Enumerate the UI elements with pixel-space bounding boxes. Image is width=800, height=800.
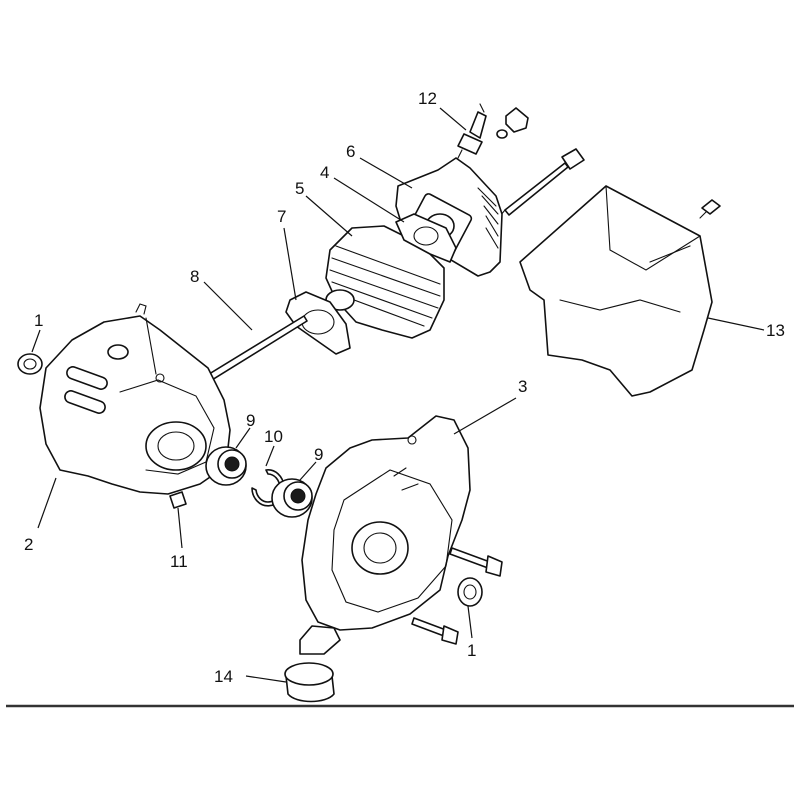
part-14-rubber-foot[interactable] (284, 662, 335, 703)
part-9-bearing-upper[interactable] (205, 446, 247, 486)
part-13-shroud-cover[interactable] (519, 185, 713, 397)
callout-10: 10 (264, 427, 283, 446)
crankcase-bolt-lower[interactable] (411, 617, 459, 645)
part-4-head-gasket[interactable] (395, 213, 457, 263)
spark-plug-washer[interactable] (496, 129, 508, 139)
part-12-spark-plug[interactable] (457, 103, 487, 159)
callout-9-upper: 9 (246, 411, 255, 430)
spark-plug-nut[interactable] (505, 107, 529, 133)
part-5-cylinder[interactable] (325, 225, 445, 339)
callout-9-lower: 9 (314, 445, 323, 464)
part-7-base-gasket[interactable] (285, 291, 351, 355)
callout-6: 6 (346, 142, 355, 161)
callout-13: 13 (766, 321, 785, 340)
callout-7: 7 (277, 207, 286, 226)
callout-12: 12 (418, 89, 437, 108)
part-13-screw[interactable] (699, 199, 721, 219)
part-1-seal-right[interactable] (457, 577, 483, 607)
callout-5: 5 (295, 179, 304, 198)
callout-2: 2 (24, 535, 33, 554)
cylinder-long-bolt[interactable] (499, 148, 585, 217)
callout-1-right: 1 (467, 641, 476, 660)
part-1-seal-left[interactable] (17, 353, 43, 375)
callout-3: 3 (518, 377, 527, 396)
callout-14: 14 (214, 667, 233, 686)
callout-1-left: 1 (34, 311, 43, 330)
callout-8: 8 (190, 267, 199, 286)
callout-11: 11 (170, 552, 188, 571)
part-3-crankcase-right[interactable] (299, 415, 471, 655)
leader-lines (31, 107, 765, 683)
part-2-crankcase-left[interactable] (39, 303, 231, 495)
crankcase-bolt-upper[interactable] (449, 547, 503, 577)
part-11-plug[interactable] (169, 491, 187, 509)
callout-4: 4 (320, 163, 329, 182)
part-9-bearing-lower[interactable] (271, 478, 313, 518)
